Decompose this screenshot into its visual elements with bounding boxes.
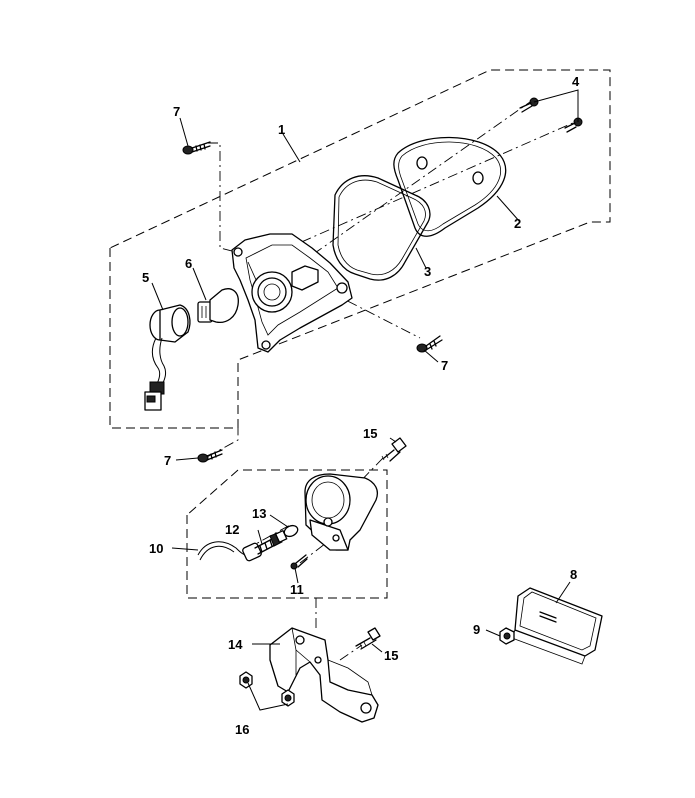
screw-4-lower <box>564 117 583 133</box>
callout-numbers: 1 2 3 4 5 6 7 7 7 8 9 10 11 12 13 14 15 … <box>142 74 580 737</box>
callout-1: 1 <box>278 122 285 137</box>
tail-bulb <box>197 288 239 324</box>
leader-lines <box>151 89 579 711</box>
callout-7-right: 7 <box>441 358 448 373</box>
tail-light-housing <box>231 233 353 353</box>
callout-7-upper: 7 <box>173 104 180 119</box>
nut-16-left <box>239 671 253 689</box>
callout-7-lower: 7 <box>164 453 171 468</box>
callout-8: 8 <box>570 567 577 582</box>
callout-10: 10 <box>149 541 163 556</box>
bolt-15-lower <box>355 627 381 650</box>
callout-2: 2 <box>514 216 521 231</box>
callout-16: 16 <box>235 722 249 737</box>
callout-11: 11 <box>290 582 304 597</box>
callout-13: 13 <box>252 506 266 521</box>
callout-15-upper: 15 <box>363 426 377 441</box>
bulb-socket-with-harness <box>144 304 191 411</box>
rear-reflector <box>511 587 603 665</box>
license-light-housing <box>304 473 379 551</box>
screw-7-lower <box>197 449 223 463</box>
nut-9 <box>499 627 515 645</box>
screw-11 <box>290 554 308 570</box>
nut-16-right <box>281 689 295 707</box>
tail-light-assembly-boundary <box>109 69 611 429</box>
screw-7-upper <box>182 141 211 155</box>
alignment-lines <box>206 101 576 661</box>
bolt-15-upper <box>381 437 407 462</box>
screw-4-upper <box>519 97 539 113</box>
callout-9: 9 <box>473 622 480 637</box>
lens-gasket-inner <box>332 175 431 281</box>
callout-15-lower: 15 <box>384 648 398 663</box>
lens-gasket-outer <box>393 136 507 237</box>
license-light-bulb <box>275 524 299 543</box>
callout-5: 5 <box>142 270 149 285</box>
callout-6: 6 <box>185 256 192 271</box>
callout-12: 12 <box>225 522 239 537</box>
callout-4: 4 <box>572 74 580 89</box>
license-light-socket <box>242 531 283 562</box>
callout-14: 14 <box>228 637 243 652</box>
screw-7-right <box>416 335 443 353</box>
callout-3: 3 <box>424 264 431 279</box>
